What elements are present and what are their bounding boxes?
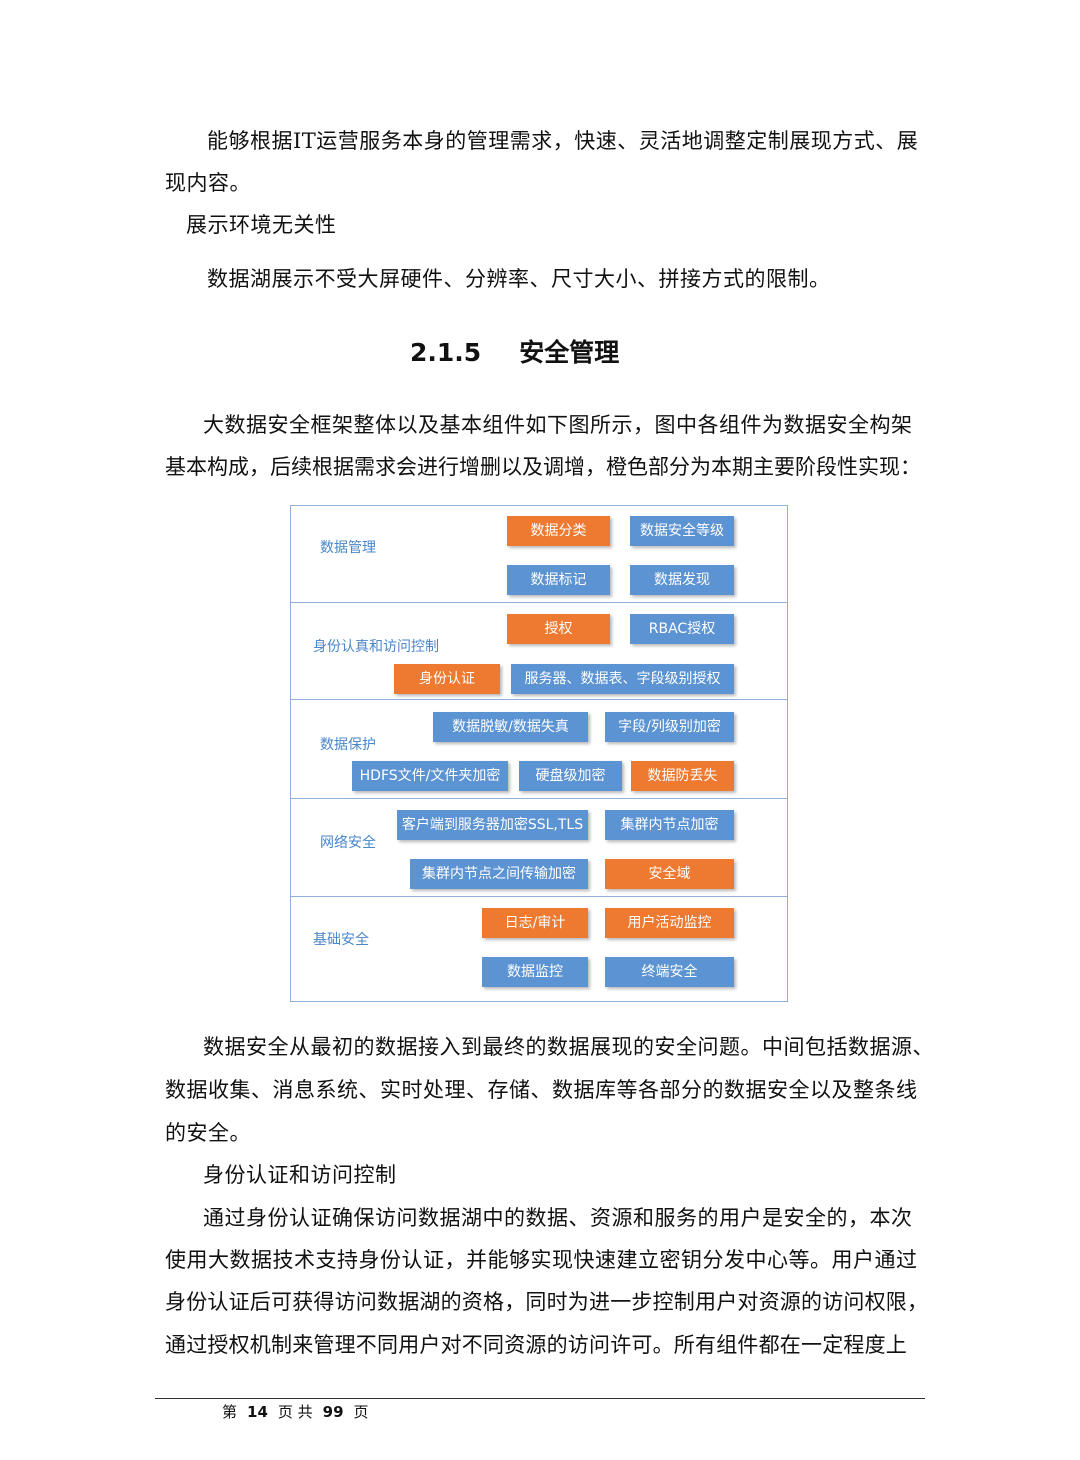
component-box: 日志/审计	[482, 908, 588, 938]
component-box: 客户端到服务器加密SSL,TLS	[397, 810, 588, 840]
paragraph-line: 身份认证后可获得访问数据湖的资格，同时为进一步控制用户对资源的访问权限，	[165, 1290, 929, 1314]
paragraph-line: 数据安全从最初的数据接入到最终的数据展现的安全问题。中间包括数据源、	[203, 1035, 934, 1059]
component-box: HDFS文件/文件夹加密	[352, 761, 508, 791]
total-page-count: 99	[322, 1403, 344, 1421]
component-box: 授权	[507, 614, 610, 644]
paragraph-line: 数据收集、消息系统、实时处理、存储、数据库等各部分的数据安全以及整条线	[165, 1078, 918, 1102]
paragraph-line: 数据湖展示不受大屏硬件、分辨率、尺寸大小、拼接方式的限制。	[207, 267, 831, 291]
component-box: 数据安全等级	[630, 516, 734, 546]
component-box: 数据脱敏/数据失真	[433, 712, 588, 742]
paragraph-line: 能够根据IT运营服务本身的管理需求，快速、灵活地调整定制展现方式、展	[207, 129, 919, 153]
section-heading: 2.1.5 安全管理	[410, 333, 619, 369]
component-box: 集群内节点加密	[605, 810, 734, 840]
paragraph-line: 现内容。	[165, 171, 251, 195]
component-box: 用户活动监控	[605, 908, 734, 938]
section-number: 2.1.5	[410, 338, 482, 367]
row-label: 网络安全	[320, 835, 376, 851]
component-box: 身份认证	[394, 664, 500, 694]
component-box: 数据分类	[507, 516, 610, 546]
footer-prefix: 第	[222, 1403, 238, 1421]
page-footer: 第 14 页 共 99 页	[218, 1401, 373, 1422]
component-box: 硬盘级加密	[519, 761, 622, 791]
component-box: 数据发现	[630, 565, 734, 595]
component-box: 字段/列级别加密	[605, 712, 734, 742]
component-box: 安全域	[605, 859, 734, 889]
component-box: 集群内节点之间传输加密	[410, 859, 588, 889]
footer-suffix: 页	[353, 1403, 369, 1421]
footer-divider	[155, 1398, 925, 1399]
component-box: 终端安全	[605, 957, 734, 987]
component-box: RBAC授权	[630, 614, 734, 644]
row-label: 数据管理	[320, 540, 376, 556]
diagram-row-network-security: 网络安全 客户端到服务器加密SSL,TLS 集群内节点加密 集群内节点之间传输加…	[291, 799, 787, 897]
footer-middle: 页 共	[277, 1403, 313, 1421]
subheading-identity-access: 身份认证和访问控制	[203, 1163, 397, 1187]
diagram-row-infrastructure-security: 基础安全 日志/审计 用户活动监控 数据监控 终端安全	[291, 897, 787, 1001]
paragraph-line: 大数据安全框架整体以及基本组件如下图所示，图中各组件为数据安全构架	[203, 413, 913, 437]
section-title: 安全管理	[519, 338, 620, 367]
paragraph-line: 通过授权机制来管理不同用户对不同资源的访问许可。所有组件都在一定程度上	[165, 1333, 907, 1357]
diagram-row-identity-access: 身份认真和访问控制 授权 RBAC授权 身份认证 服务器、数据表、字段级别授权	[291, 603, 787, 700]
component-box: 数据监控	[482, 957, 588, 987]
row-label: 数据保护	[320, 737, 376, 753]
component-box: 服务器、数据表、字段级别授权	[511, 664, 734, 694]
paragraph-line: 通过身份认证确保访问数据湖中的数据、资源和服务的用户是安全的，本次	[203, 1206, 913, 1230]
current-page-number: 14	[247, 1403, 268, 1421]
component-box: 数据防丢失	[631, 761, 734, 791]
diagram-row-data-management: 数据管理 数据分类 数据安全等级 数据标记 数据发现	[291, 506, 787, 603]
row-label: 基础安全	[313, 932, 369, 948]
paragraph-line: 使用大数据技术支持身份认证，并能够实现快速建立密钥分发中心等。用户通过	[165, 1248, 918, 1272]
component-box: 数据标记	[507, 565, 610, 595]
paragraph-line: 基本构成，后续根据需求会进行增删以及调增，橙色部分为本期主要阶段性实现：	[165, 455, 921, 479]
paragraph-line: 的安全。	[165, 1121, 251, 1145]
row-label: 身份认真和访问控制	[313, 639, 439, 655]
diagram-row-data-protection: 数据保护 数据脱敏/数据失真 字段/列级别加密 HDFS文件/文件夹加密 硬盘级…	[291, 700, 787, 799]
security-framework-diagram: 数据管理 数据分类 数据安全等级 数据标记 数据发现 身份认真和访问控制 授权 …	[290, 505, 788, 1002]
subheading-display-environment: 展示环境无关性	[186, 213, 337, 237]
